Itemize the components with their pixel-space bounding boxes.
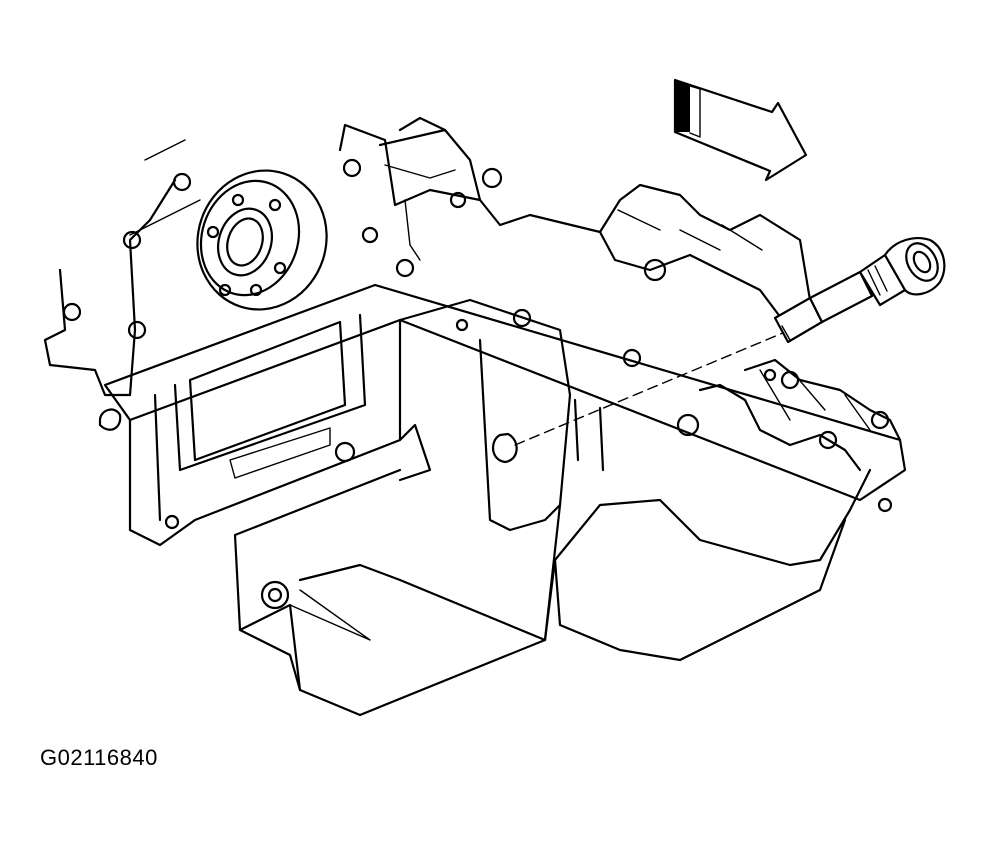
front-cover [43,139,379,431]
figure-code: G02116840 [40,745,158,770]
sensor-leader-line [514,329,791,446]
crankshaft-balancer-icon [196,169,328,311]
oil-pan-icon [233,298,893,717]
oil-level-sensor-icon [773,237,946,344]
engine-block-upper [338,116,812,368]
oil-pan-flange [103,283,907,547]
engine-bracket-right [698,358,902,472]
direction-arrow-icon [673,78,808,182]
